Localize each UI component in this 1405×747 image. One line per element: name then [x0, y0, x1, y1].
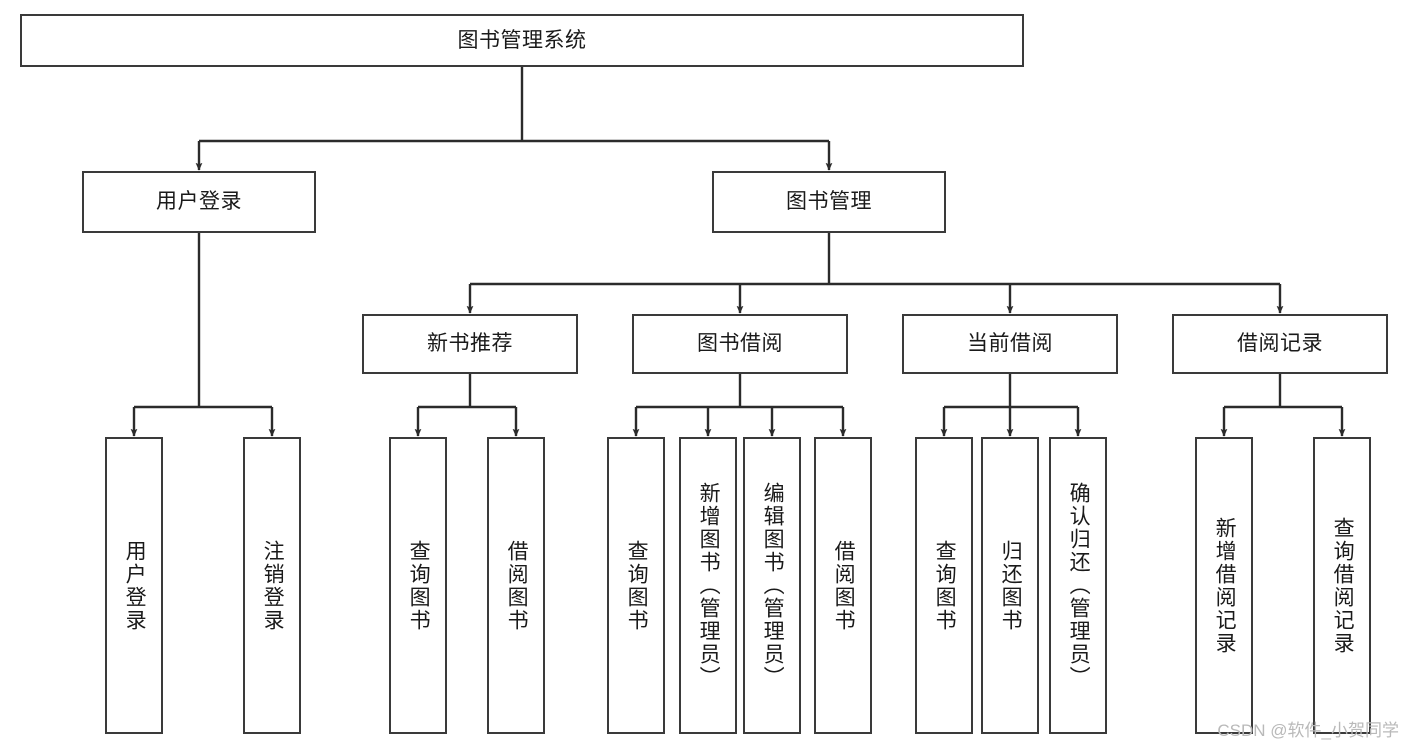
node-leaf-add-book-admin[interactable]: 新增图书（管理员） — [679, 437, 737, 734]
node-leaf-borrow-book-1[interactable]: 借阅图书 — [487, 437, 545, 734]
node-book-manage[interactable]: 图书管理 — [712, 171, 946, 233]
node-current-borrow[interactable]: 当前借阅 — [902, 314, 1118, 374]
node-label: 确认归还（管理员） — [1067, 482, 1091, 689]
watermark: CSDN @软件_小贺同学 — [1217, 721, 1399, 740]
node-label: 借阅图书 — [832, 539, 856, 632]
node-label: 借阅记录 — [1237, 332, 1323, 356]
node-leaf-edit-book-admin[interactable]: 编辑图书（管理员） — [743, 437, 801, 734]
node-leaf-query-book-1[interactable]: 查询图书 — [389, 437, 447, 734]
node-leaf-confirm-return-admin[interactable]: 确认归还（管理员） — [1049, 437, 1107, 734]
node-leaf-query-borrow-record[interactable]: 查询借阅记录 — [1313, 437, 1371, 734]
node-borrow-record[interactable]: 借阅记录 — [1172, 314, 1388, 374]
node-label: 编辑图书（管理员） — [761, 482, 785, 689]
node-leaf-query-book-2[interactable]: 查询图书 — [607, 437, 665, 734]
node-book-borrow[interactable]: 图书借阅 — [632, 314, 848, 374]
node-label: 新增借阅记录 — [1213, 516, 1237, 655]
node-label: 用户登录 — [156, 190, 242, 214]
node-label: 注销登录 — [261, 539, 285, 632]
node-root[interactable]: 图书管理系统 — [20, 14, 1024, 67]
node-label: 用户登录 — [123, 539, 147, 632]
node-leaf-query-book-3[interactable]: 查询图书 — [915, 437, 973, 734]
node-leaf-return-book[interactable]: 归还图书 — [981, 437, 1039, 734]
node-label: 图书管理 — [786, 190, 872, 214]
node-new-book-rec[interactable]: 新书推荐 — [362, 314, 578, 374]
node-leaf-user-logout[interactable]: 注销登录 — [243, 437, 301, 734]
node-label: 图书管理系统 — [457, 28, 587, 52]
node-label: 归还图书 — [999, 539, 1023, 632]
node-label: 图书借阅 — [697, 332, 783, 356]
node-label: 新书推荐 — [427, 332, 513, 356]
node-label: 当前借阅 — [967, 332, 1053, 356]
node-user-login[interactable]: 用户登录 — [82, 171, 316, 233]
node-label: 查询图书 — [933, 539, 957, 632]
node-leaf-borrow-book-2[interactable]: 借阅图书 — [814, 437, 872, 734]
node-label: 查询图书 — [407, 539, 431, 632]
node-leaf-user-login[interactable]: 用户登录 — [105, 437, 163, 734]
node-label: 借阅图书 — [505, 539, 529, 632]
node-label: 新增图书（管理员） — [697, 482, 721, 689]
node-leaf-add-borrow-record[interactable]: 新增借阅记录 — [1195, 437, 1253, 734]
node-label: 查询图书 — [625, 539, 649, 632]
node-label: 查询借阅记录 — [1331, 516, 1355, 655]
